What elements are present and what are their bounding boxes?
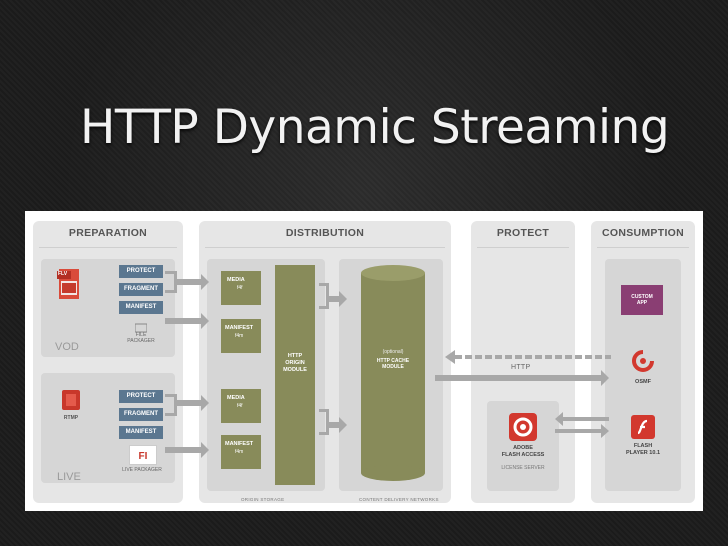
custom-app-box: CUSTOM APP [621, 285, 663, 315]
dashed-return-arrow [445, 350, 611, 364]
bracket-connector [319, 409, 329, 435]
adobe-flash-access-label: ADOBE FLASH ACCESS [501, 445, 545, 458]
arrow-right [329, 291, 347, 307]
flash-player-icon [631, 415, 655, 439]
panel-title-preparation: PREPARATION [68, 227, 148, 239]
http-cache-cylinder [361, 273, 425, 473]
manifest-button-live: MANIFEST [119, 426, 163, 439]
page-title: HTTP Dynamic Streaming [80, 100, 670, 155]
media-ext: f4f [237, 403, 243, 409]
http-label: HTTP [511, 364, 531, 371]
http-origin-module: HTTP ORIGIN MODULE [275, 265, 315, 485]
http-arrow [435, 370, 609, 386]
manifest-label: MANIFEST [225, 441, 254, 447]
manifest-button-vod: MANIFEST [119, 301, 163, 314]
consumption-panel: CONSUMPTION CUSTOM APP OSMF FLASH PLAYER… [591, 221, 695, 503]
live-packager-label: LIVE PACKAGER [122, 467, 162, 473]
arrow-right [555, 424, 609, 438]
flash-access-icon [509, 413, 537, 441]
manifest-ext: f4m [235, 333, 244, 339]
license-server-label: LICENSE SERVER [501, 465, 545, 471]
flv-label: FLV [58, 271, 68, 277]
protect-button-vod: PROTECT [119, 265, 163, 278]
arrow-right [177, 274, 209, 290]
panel-title-consumption: CONSUMPTION [601, 227, 685, 239]
flash-player-label: FLASH PLAYER 10.1 [625, 443, 661, 456]
arrows-overlay [165, 271, 611, 458]
cdn-label: CONTENT DELIVERY NETWORKS [359, 497, 439, 502]
media-label: MEDIA [227, 277, 245, 283]
arrow-right [177, 395, 209, 411]
custom-app-label: CUSTOM APP [631, 294, 653, 306]
preparation-panel: PREPARATION FLV VOD PROTECT FRAGMENT MAN… [33, 221, 183, 503]
bracket-connector [165, 394, 177, 416]
fi-icon: FI [129, 445, 157, 465]
manifest-ext: f4m [235, 449, 244, 455]
divider [477, 247, 569, 248]
bracket-connector [319, 283, 329, 309]
manifest-label: MANIFEST [225, 325, 254, 331]
media-label: MEDIA [227, 395, 245, 401]
streaming-diagram: PREPARATION FLV VOD PROTECT FRAGMENT MAN… [25, 211, 703, 511]
cache-module-label: HTTP CACHE MODULE [376, 358, 410, 370]
manifest-box-vod: MANIFEST f4m [221, 319, 261, 353]
protect-panel: PROTECT ADOBE FLASH ACCESS LICENSE SERVE… [471, 221, 575, 503]
rtmp-label: RTMP [63, 415, 79, 421]
arrow-right [329, 417, 347, 433]
rtmp-icon [61, 389, 81, 411]
fragment-button-vod: FRAGMENT [119, 283, 163, 296]
panel-title-protect: PROTECT [496, 227, 550, 239]
cylinder-top [361, 265, 425, 281]
origin-storage-label: ORIGIN STORAGE [241, 497, 285, 502]
protect-button-live: PROTECT [119, 390, 163, 403]
media-box-vod: MEDIA f4f [221, 271, 261, 305]
fragment-button-live: FRAGMENT [119, 408, 163, 421]
media-ext: f4f [237, 285, 243, 291]
divider [597, 247, 689, 248]
vod-label: VOD [55, 341, 79, 353]
live-label: LIVE [57, 471, 81, 483]
osmf-label: OSMF [635, 379, 651, 385]
arrow-right [165, 442, 209, 458]
origin-module-label: HTTP ORIGIN MODULE [283, 353, 307, 373]
cache-optional-label: (optional) [382, 349, 404, 355]
flv-file-icon: FLV [57, 267, 81, 301]
fi-label: FI [138, 451, 148, 462]
media-box-live: MEDIA f4f [221, 389, 261, 423]
cylinder-bottom [361, 465, 425, 481]
distribution-panel: DISTRIBUTION MEDIA f4f MANIFEST f4m MEDI… [199, 221, 451, 503]
divider [205, 247, 445, 248]
bracket-connector [165, 271, 177, 293]
file-packager-label: FILE PACKAGER [127, 332, 155, 344]
manifest-box-live: MANIFEST f4m [221, 435, 261, 469]
arrow-right [165, 313, 209, 329]
panel-title-distribution: DISTRIBUTION [285, 227, 365, 239]
divider [39, 247, 177, 248]
arrow-left [555, 412, 609, 426]
osmf-icon [631, 349, 655, 373]
